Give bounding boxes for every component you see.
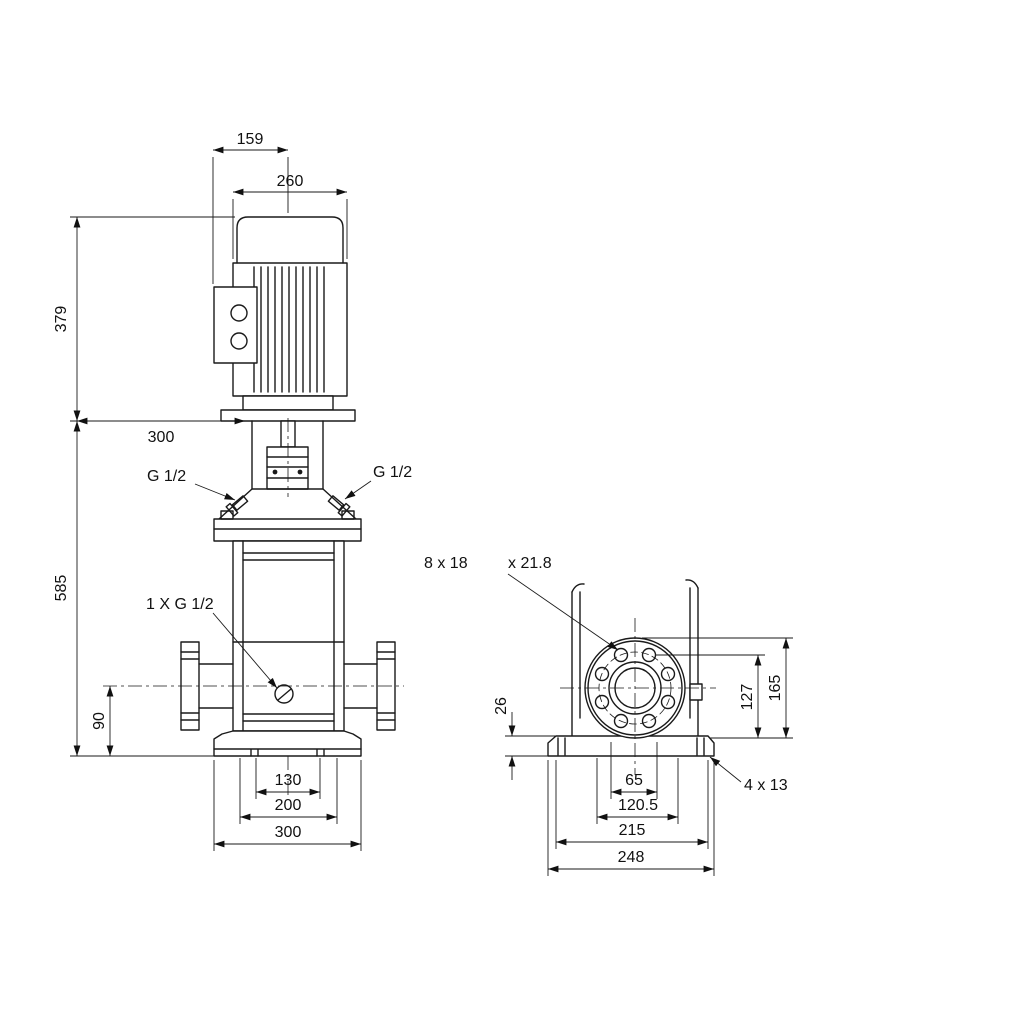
side-view-dimensions: 8 x 18 x 21.8 26 127 165 65 120.5 215 24… (424, 555, 793, 876)
g12-plug-left (225, 495, 249, 517)
dim-379: 379 (53, 306, 70, 333)
dim-127: 127 (739, 684, 756, 711)
label-g12-left: G 1/2 (147, 468, 186, 485)
label-flange-holes: 8 x 18 (424, 555, 468, 572)
motor-cap (236, 216, 344, 264)
dim-200: 200 (275, 797, 302, 814)
motor-stool (251, 420, 324, 490)
label-base-holes: 4 x 13 (744, 777, 788, 794)
label-g12-right: G 1/2 (373, 464, 412, 481)
g12-plug-right (327, 495, 351, 517)
dim-165: 165 (767, 675, 784, 702)
motor-flange-upper (242, 395, 334, 411)
pump-head-flange (213, 518, 362, 542)
dim-130: 130 (275, 772, 302, 789)
base-plate-front (213, 730, 362, 757)
pump-head (218, 488, 357, 520)
flange-bolt-holes (594, 647, 676, 729)
dim-260: 260 (277, 173, 304, 190)
dim-159: 159 (237, 131, 264, 148)
dim-90: 90 (91, 712, 108, 730)
terminal-box (213, 286, 258, 364)
side-view (547, 579, 715, 757)
dim-585: 585 (53, 575, 70, 602)
dim-65: 65 (625, 772, 643, 789)
side-centerlines (560, 618, 716, 775)
cable-entry-top (230, 304, 248, 322)
dim-120-5: 120.5 (618, 797, 658, 814)
dim-215: 215 (619, 822, 646, 839)
dim-300-top: 300 (148, 429, 175, 446)
dim-300-base: 300 (275, 824, 302, 841)
motor-fins (253, 266, 325, 393)
label-flange-holes-cb: x 21.8 (508, 555, 552, 572)
dim-248: 248 (618, 849, 645, 866)
side-cylinder (571, 587, 699, 737)
cable-entry-bottom (230, 332, 248, 350)
front-view-dimensions: 159 260 379 300 G 1/2 G 1/2 585 1 X G 1/… (53, 131, 412, 851)
label-drain-1xg12: 1 X G 1/2 (146, 596, 214, 613)
side-tab (689, 683, 703, 701)
dim-26: 26 (493, 697, 510, 715)
front-view (180, 216, 396, 757)
base-plate-side (547, 735, 715, 757)
coupling (266, 446, 309, 490)
